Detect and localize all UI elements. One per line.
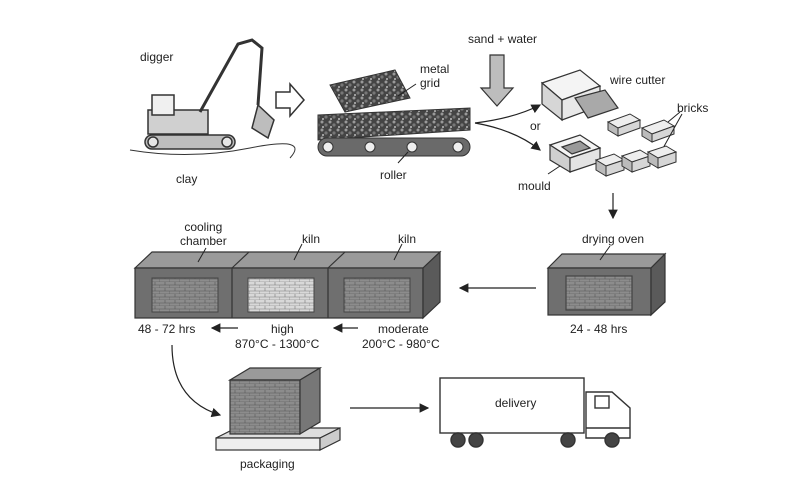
label-mould: mould (518, 179, 551, 193)
wire-cutter-icon (540, 69, 619, 122)
label-moderate: moderate (378, 322, 429, 336)
roller-pointer (397, 151, 409, 164)
arrow-to-packaging (171, 344, 222, 418)
mould-icon (548, 134, 602, 174)
mould-pointer (547, 165, 561, 175)
label-sand-water: sand + water (468, 32, 538, 46)
moderate-kiln-bricks (343, 277, 411, 313)
bricks-pointer-1 (667, 111, 681, 123)
label-moderate-temp: 200°C - 980°C (362, 337, 440, 351)
label-high-temp: 870°C - 1300°C (235, 337, 320, 351)
label-roller: roller (380, 168, 407, 182)
label-drying-oven: drying oven (582, 232, 645, 246)
drying-oven-pointer (599, 245, 611, 261)
cooling-chamber-bricks (151, 277, 219, 313)
label-high: high (271, 322, 294, 336)
cooling-chamber-pointer (197, 247, 207, 263)
branch-arrow-upper (474, 104, 542, 124)
label-cooling-chamber: cooling chamber (180, 220, 227, 248)
packaging-pallet-icon (215, 366, 341, 451)
label-or: or (530, 119, 541, 133)
down-arrow-icon (479, 54, 515, 107)
metal-grid-pointer (397, 83, 417, 97)
roller-conveyor-icon (317, 69, 471, 157)
delivery-truck-icon (439, 377, 631, 448)
hollow-arrow-icon (275, 82, 305, 118)
label-digger: digger (140, 50, 174, 64)
kiln-moderate-pointer (393, 243, 403, 261)
high-kiln-bricks (247, 277, 315, 313)
label-packaging: packaging (240, 457, 295, 471)
label-delivery: delivery (495, 396, 537, 410)
branch-arrow-lower (474, 122, 541, 151)
label-kiln-moderate: kiln (398, 232, 417, 246)
label-bricks: bricks (677, 101, 709, 115)
drying-oven-icon (546, 252, 667, 317)
label-clay: clay (176, 172, 198, 186)
bricks-upper-icon (606, 113, 676, 143)
bricks-pointer-2 (661, 113, 683, 151)
label-drying-time: 24 - 48 hrs (570, 322, 628, 336)
label-cooling-time: 48 - 72 hrs (138, 322, 196, 336)
bricks-lower-icon (594, 145, 678, 177)
label-kiln-high: kiln (302, 232, 321, 246)
label-metal-grid: metal grid (420, 62, 450, 90)
digger-icon (129, 38, 296, 159)
label-wire-cutter: wire cutter (610, 73, 666, 87)
kiln-high-pointer (293, 243, 303, 261)
